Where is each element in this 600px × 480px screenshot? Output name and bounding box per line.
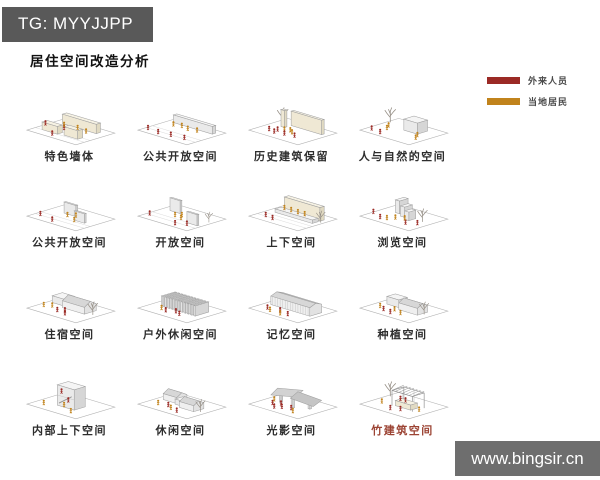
legend-label: 外来人员 <box>528 76 569 86</box>
diagram-label: 记忆空间 <box>266 329 317 341</box>
axon-sketch-browse-slabs <box>358 197 449 232</box>
diagram-label: 开放空间 <box>155 237 206 249</box>
axon-sketch-wall-platform <box>247 195 338 232</box>
diagram-cell: 公共开放空间 <box>16 164 123 250</box>
axon-sketch-leisure-gables <box>136 388 227 420</box>
diagram-grid: 特色墙体公共开放空间历史建筑保留人与自然的空间公共开放空间开放空间上下空间浏览空… <box>16 78 468 438</box>
diagram-label: 户外休闲空间 <box>143 329 218 341</box>
diagram-cell: 开放空间 <box>127 164 234 250</box>
diagram-cell: 住宿空间 <box>16 250 123 342</box>
top-watermark-badge: TG: MYYJJPP <box>2 7 154 42</box>
diagram-label: 内部上下空间 <box>32 425 107 437</box>
diagram-label: 休闲空间 <box>155 425 206 437</box>
axon-sketch-bamboo-frame <box>358 381 449 420</box>
diagram-label: 光影空间 <box>266 425 317 437</box>
diagram-label: 公共开放空间 <box>32 237 107 249</box>
axon-sketch-section-levels <box>25 381 116 420</box>
diagram-cell: 内部上下空间 <box>16 342 123 438</box>
diagram-cell: 历史建筑保留 <box>238 78 345 164</box>
diagram-label: 公共开放空间 <box>143 151 218 163</box>
diagram-cell: 特色墙体 <box>16 78 123 164</box>
diagram-label: 竹建筑空间 <box>371 425 434 437</box>
legend-swatch <box>487 98 520 105</box>
diagram-cell: 上下空间 <box>238 164 345 250</box>
axon-sketch-light-shadow <box>247 387 338 420</box>
axon-sketch-feature-walls <box>25 112 116 146</box>
legend-item: 外来人员 <box>487 74 568 87</box>
legend: 外来人员当地居民 <box>487 74 568 116</box>
axon-sketch-slat-roof <box>136 291 227 324</box>
legend-label: 当地居民 <box>528 97 569 107</box>
axon-sketch-memory-slats <box>247 291 338 324</box>
diagram-label: 上下空间 <box>266 237 317 249</box>
axon-sketch-public-open-lowwall <box>136 113 227 146</box>
diagram-label: 特色墙体 <box>44 151 95 163</box>
diagram-cell: 竹建筑空间 <box>349 342 456 438</box>
diagram-cell: 公共开放空间 <box>127 78 234 164</box>
axon-sketch-nature-box <box>358 107 449 146</box>
diagram-cell: 浏览空间 <box>349 164 456 250</box>
diagram-label: 浏览空间 <box>377 237 428 249</box>
bottom-watermark: www.bingsir.cn <box>455 441 600 476</box>
diagram-cell: 人与自然的空间 <box>349 78 456 164</box>
diagram-label: 种植空间 <box>377 329 428 341</box>
axon-sketch-planting <box>358 293 449 324</box>
diagram-cell: 光影空间 <box>238 342 345 438</box>
page-title: 居住空间改造分析 <box>30 54 150 69</box>
axon-sketch-two-panels <box>25 201 116 232</box>
axon-sketch-lodging-gable <box>25 292 116 324</box>
diagram-label: 人与自然的空间 <box>358 151 447 163</box>
legend-item: 当地居民 <box>487 95 568 108</box>
diagram-cell: 休闲空间 <box>127 342 234 438</box>
legend-swatch <box>487 77 520 84</box>
diagram-label: 住宿空间 <box>44 329 95 341</box>
diagram-cell: 记忆空间 <box>238 250 345 342</box>
diagram-cell: 种植空间 <box>349 250 456 342</box>
axon-sketch-historic-portal <box>247 107 338 146</box>
diagram-label: 历史建筑保留 <box>254 151 329 163</box>
diagram-cell: 户外休闲空间 <box>127 250 234 342</box>
axon-sketch-side-panels <box>136 197 227 232</box>
